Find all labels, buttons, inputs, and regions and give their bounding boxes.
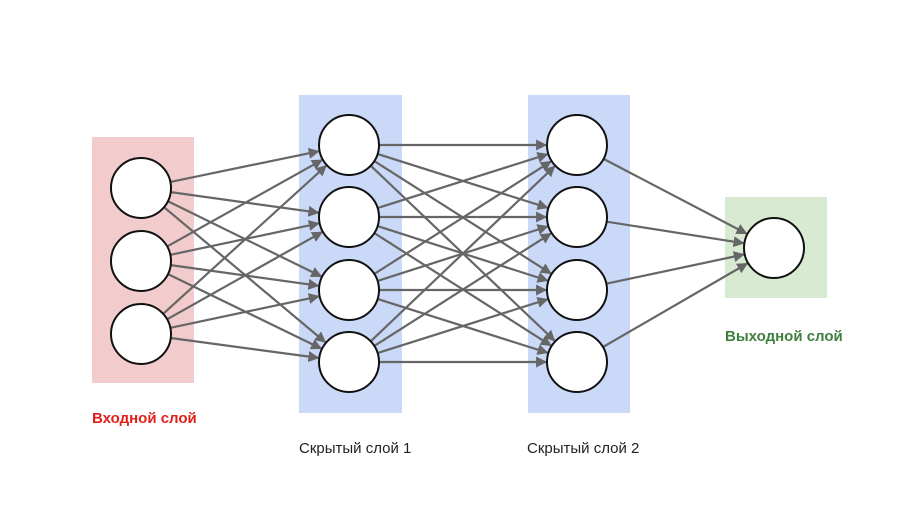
neuron-hidden-1-4 — [318, 331, 380, 393]
connection-hidden-1-3-to-hidden-2-1 — [373, 160, 552, 275]
connection-hidden-2-2-to-output-1 — [606, 220, 745, 248]
connections — [162, 139, 749, 368]
connection-hidden-2-1-to-output-1 — [603, 157, 748, 235]
hidden-layer-1-label: Скрытый слой 1 — [299, 440, 412, 457]
connection-hidden-1-4-to-hidden-2-2 — [373, 232, 552, 347]
neuron-input-1 — [110, 157, 172, 219]
connection-input-3-to-hidden-1-1 — [162, 164, 327, 315]
connection-hidden-2-3-to-output-1 — [606, 251, 745, 285]
neurons — [110, 114, 805, 393]
neuron-input-3 — [110, 303, 172, 365]
neuron-hidden-1-2 — [318, 186, 380, 248]
output-layer-label: Выходной слой — [725, 328, 843, 345]
neuron-output-1 — [743, 217, 805, 279]
neuron-hidden-1-3 — [318, 259, 380, 321]
neuron-hidden-2-3 — [546, 259, 608, 321]
neuron-hidden-2-1 — [546, 114, 608, 176]
connection-hidden-1-4-to-hidden-2-1 — [369, 165, 556, 343]
connection-input-3-to-hidden-1-3 — [170, 293, 320, 329]
connection-input-1-to-hidden-1-1 — [170, 147, 320, 183]
connection-hidden-1-2-to-hidden-2-1 — [377, 152, 549, 210]
connection-hidden-2-4-to-output-1 — [602, 262, 749, 348]
neuron-hidden-2-2 — [546, 186, 608, 248]
input-layer-label: Входной слой — [92, 410, 197, 427]
connection-input-2-to-hidden-1-1 — [166, 159, 323, 248]
neuron-input-2 — [110, 230, 172, 292]
connection-input-3-to-hidden-1-4 — [170, 336, 320, 363]
hidden-layer-2-label: Скрытый слой 2 — [527, 440, 640, 457]
neuron-hidden-2-4 — [546, 331, 608, 393]
neuron-hidden-1-1 — [318, 114, 380, 176]
connection-hidden-1-4-to-hidden-2-3 — [377, 297, 549, 355]
connection-input-3-to-hidden-1-2 — [166, 231, 323, 321]
